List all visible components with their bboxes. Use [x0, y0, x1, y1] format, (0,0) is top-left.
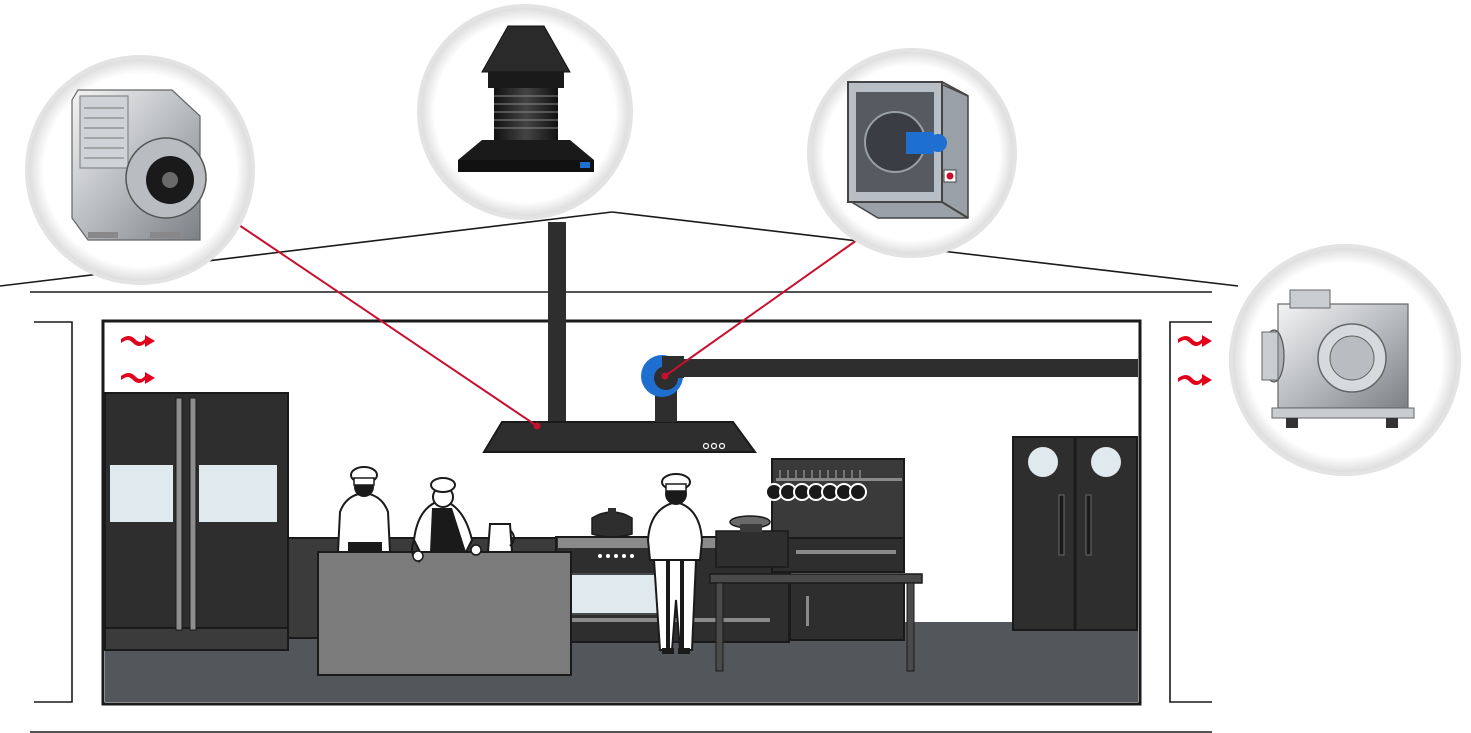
horizontal-duct [680, 359, 1138, 377]
hanging-utensils [779, 470, 861, 480]
chef-1 [336, 466, 392, 553]
callout-line-centrifugal [235, 222, 538, 427]
centrifugal-fan-callout [25, 55, 255, 285]
chef-3 [646, 473, 704, 654]
fridge-handle-right [189, 397, 197, 631]
right-wall-bracket [1169, 321, 1212, 703]
kettle [486, 523, 515, 553]
kitchen-box-fan-icon [1261, 289, 1415, 428]
callout-line-box-fan [664, 239, 858, 377]
airflow-arrows-right [1178, 335, 1212, 386]
centrifugal-fan-icon [71, 89, 207, 241]
box-fan-icon [847, 81, 969, 219]
island-counter [317, 551, 572, 676]
swing-doors [1012, 436, 1138, 631]
door-porthole-right [1091, 447, 1121, 477]
roof-fan-callout [417, 4, 633, 220]
door-porthole-left [1028, 447, 1058, 477]
callout-lines [235, 222, 858, 427]
exhaust-duct [548, 222, 566, 424]
left-wall-bracket [34, 321, 73, 703]
box-fan-callout [807, 48, 1017, 258]
hood-indicator-dots [702, 442, 726, 450]
back-shelf-unit [715, 458, 905, 573]
airflow-arrow-icon [1178, 335, 1212, 347]
hanging-pots [765, 483, 867, 501]
fridge-handle-left [175, 397, 183, 631]
extraction-hood [482, 421, 757, 453]
refrigerator [104, 392, 289, 651]
cooking-pot [591, 508, 633, 538]
building-outline [0, 211, 1239, 733]
kitchen-box-fan-callout [1229, 244, 1461, 476]
airflow-arrow-icon [1178, 374, 1212, 386]
chef-2 [411, 477, 482, 563]
prep-table [709, 573, 923, 672]
fridge-window-right [199, 465, 277, 522]
roof-fan-icon [458, 25, 594, 172]
stove-knobs [598, 554, 634, 558]
fridge-window-left [110, 465, 173, 522]
microwave [715, 530, 789, 568]
